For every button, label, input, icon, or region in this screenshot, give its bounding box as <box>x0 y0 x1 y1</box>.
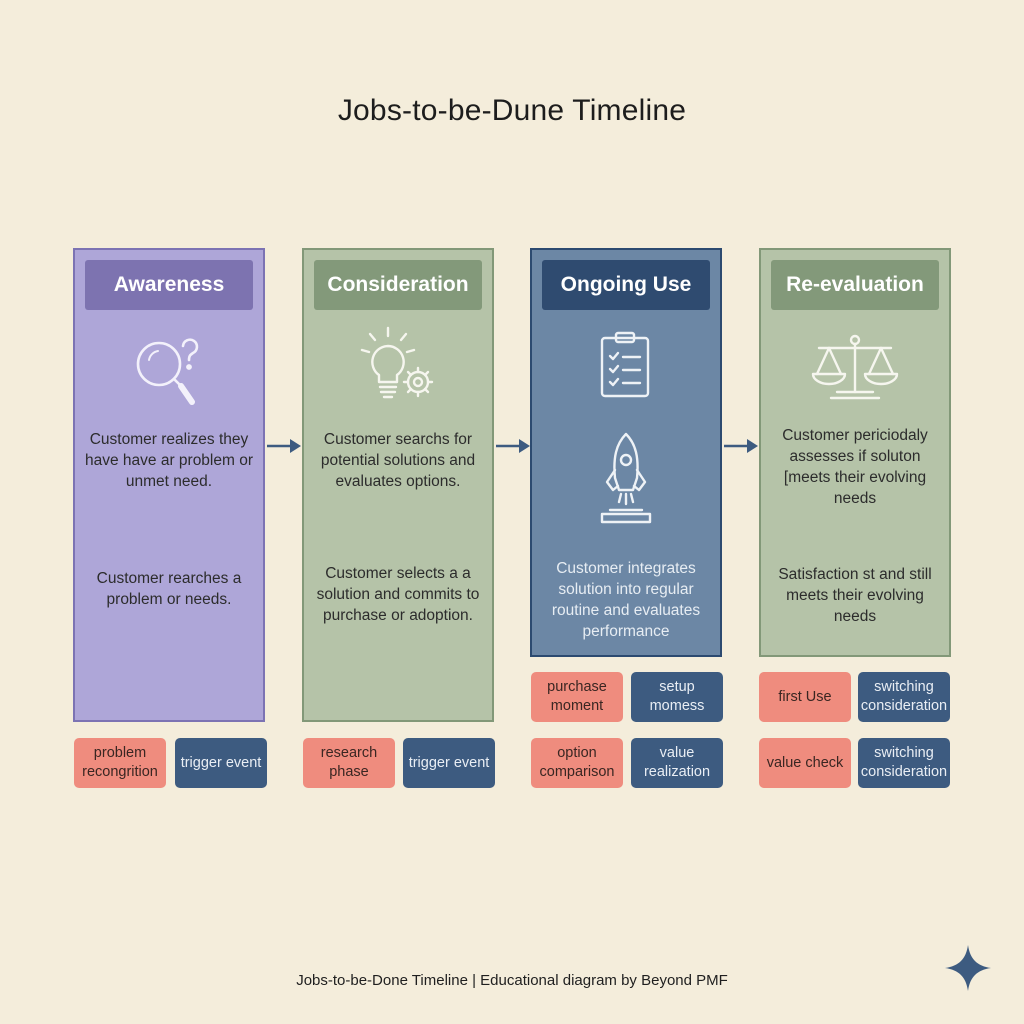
tag-consideration-2: trigger event <box>403 738 495 788</box>
tag-ongoing-use-3: option comparison <box>531 738 623 788</box>
rocket-icon <box>532 430 720 528</box>
tag-ongoing-use-2: setup momess <box>631 672 723 722</box>
stage-reevaluation-header: Re-evaluation <box>771 260 939 310</box>
tag-reevaluation-4: switching consideration <box>858 738 950 788</box>
stage-ongoing-use: Ongoing Use Customer integrates solution… <box>530 248 722 657</box>
stage-ongoing-use-header: Ongoing Use <box>542 260 710 310</box>
stage-reevaluation-text-2: Satisfaction st and still meets their ev… <box>778 566 932 625</box>
stage-ongoing-use-text-1: Customer integrates solution into regula… <box>551 560 701 640</box>
tag-reevaluation-1: first Use <box>759 672 851 722</box>
clipboard-checklist-icon <box>532 330 720 400</box>
lightbulb-gear-icon <box>304 324 492 406</box>
balance-scale-icon <box>761 330 949 404</box>
stage-awareness-header: Awareness <box>85 260 253 310</box>
stage-consideration-header: Consideration <box>314 260 482 310</box>
arrow-right-icon <box>267 439 301 453</box>
four-point-star-icon <box>945 945 991 991</box>
stage-consideration: Consideration Customer searchs for poten… <box>302 248 494 722</box>
tag-ongoing-use-1: purchase moment <box>531 672 623 722</box>
stage-awareness: Awareness Customer realizes they have ha… <box>73 248 265 722</box>
tag-consideration-1: research phase <box>303 738 395 788</box>
tag-ongoing-use-4: value realization <box>631 738 723 788</box>
arrow-right-icon <box>724 439 758 453</box>
stage-consideration-text-1: Customer searchs for potential solutions… <box>320 431 476 490</box>
stage-reevaluation: Re-evaluation Customer periciodaly asses… <box>759 248 951 657</box>
tag-awareness-1: problem recongrition <box>74 738 166 788</box>
stage-consideration-text-2: Customer selects a a solution and commit… <box>316 565 480 624</box>
magnifier-question-icon <box>75 332 263 408</box>
tag-awareness-2: trigger event <box>175 738 267 788</box>
diagram-title: Jobs-to-be-Dune Timeline <box>337 94 687 127</box>
tag-reevaluation-2: switching consideration <box>858 672 950 722</box>
stage-reevaluation-text-1: Customer periciodaly assesses if soluton… <box>782 427 928 507</box>
tag-reevaluation-3: value check <box>759 738 851 788</box>
stage-awareness-text-1: Customer realizes they have have ar prob… <box>84 431 253 490</box>
footer-caption: Jobs-to-be-Done Timeline | Educational d… <box>296 972 728 989</box>
stage-awareness-text-2: Customer rearches a problem or needs. <box>96 570 242 608</box>
arrow-right-icon <box>496 439 530 453</box>
